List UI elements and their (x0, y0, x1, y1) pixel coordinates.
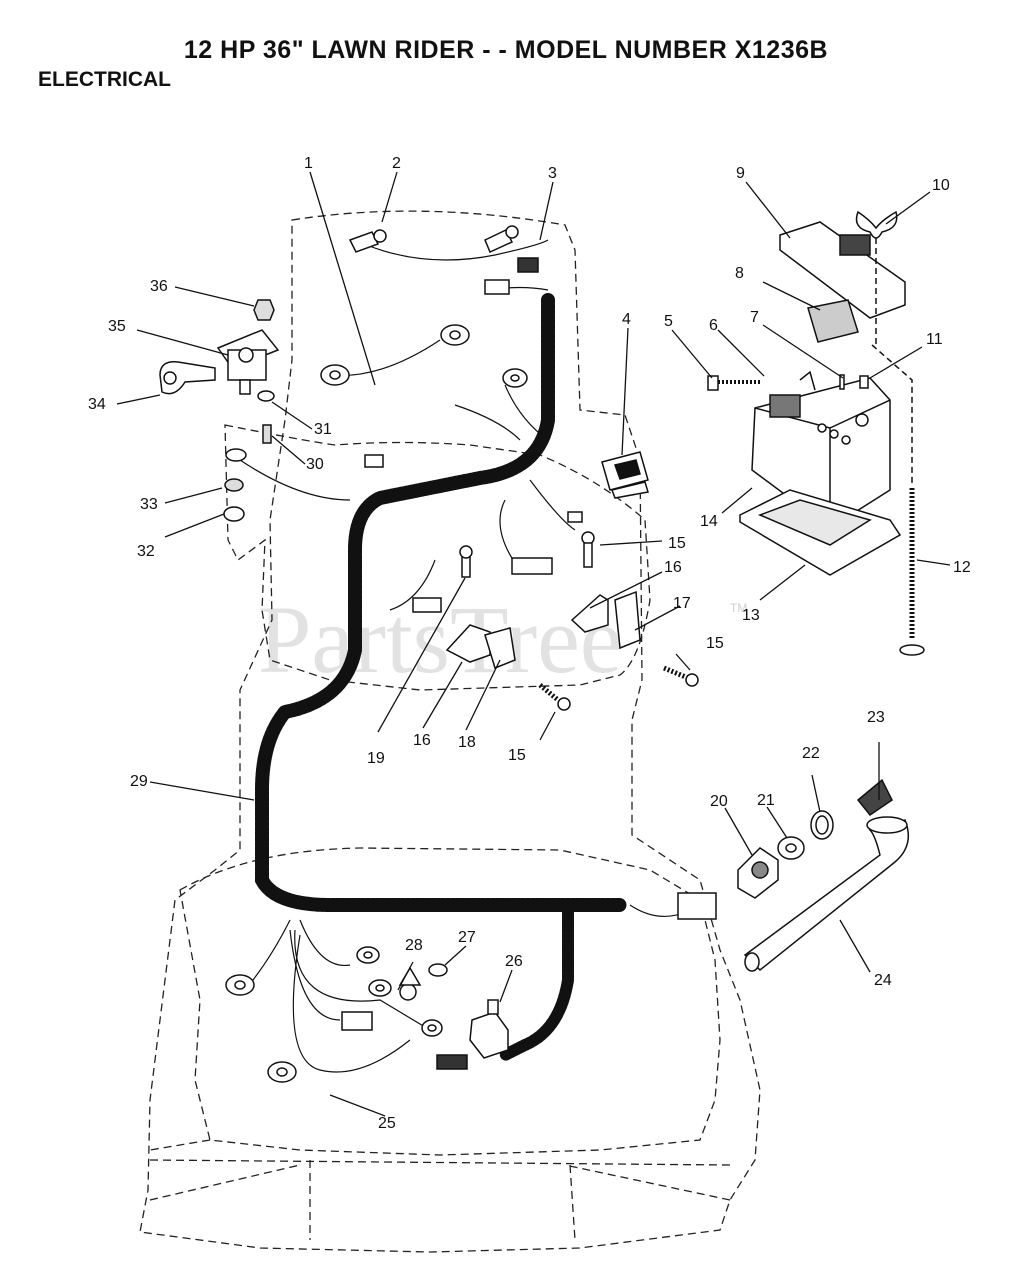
callout-labels: 1 2 3 4 5 6 7 8 9 10 11 12 13 14 15 15 1… (88, 155, 971, 1132)
callout-27: 27 (458, 929, 476, 946)
interlock-brackets (445, 531, 699, 711)
callout-33: 33 (140, 496, 158, 513)
callout-3: 3 (548, 165, 557, 182)
callout-4: 4 (622, 311, 631, 328)
page-title: 12 HP 36" LAWN RIDER - - MODEL NUMBER X1… (183, 36, 829, 64)
callout-12: 12 (953, 559, 971, 576)
callout-22: 22 (802, 745, 820, 762)
ring-terminals (225, 324, 528, 1083)
callout-10: 10 (932, 177, 950, 194)
callout-35: 35 (108, 318, 126, 335)
callout-32: 32 (137, 543, 155, 560)
callout-19: 19 (367, 750, 385, 767)
callout-7: 7 (750, 309, 759, 326)
callout-17: 17 (673, 595, 691, 612)
callout-26: 26 (505, 953, 523, 970)
callout-31: 31 (314, 421, 332, 438)
light-switch (601, 451, 649, 499)
callout-8: 8 (735, 265, 744, 282)
callout-11: 11 (926, 331, 943, 348)
callout-24: 24 (874, 972, 892, 989)
callout-23: 23 (867, 709, 885, 726)
callout-15c: 15 (508, 747, 526, 764)
ignition-parts (398, 778, 910, 1059)
section-title: ELECTRICAL (38, 68, 171, 91)
callout-21: 21 (757, 792, 775, 809)
callout-25: 25 (378, 1115, 396, 1132)
callout-13: 13 (742, 607, 760, 624)
headlight-bulbs (348, 225, 519, 254)
callout-6: 6 (709, 317, 718, 334)
callout-34: 34 (88, 396, 106, 413)
callout-36: 36 (150, 278, 168, 295)
callout-30: 30 (306, 456, 324, 473)
callout-28: 28 (405, 937, 423, 954)
callout-2: 2 (392, 155, 401, 172)
leader-lines (116, 171, 951, 1117)
starter-solenoid (159, 299, 280, 522)
connectors (341, 257, 717, 1070)
main-harness-coil (255, 293, 627, 1061)
callout-15b: 15 (706, 635, 724, 652)
callout-14: 14 (700, 513, 718, 530)
callout-18: 18 (458, 734, 476, 751)
callout-29: 29 (130, 773, 148, 790)
callout-15a: 15 (668, 535, 686, 552)
callout-16a: 16 (664, 559, 682, 576)
callout-16b: 16 (413, 732, 431, 749)
tractor-outline (139, 210, 761, 1253)
callout-5: 5 (664, 313, 673, 330)
callout-1: 1 (304, 155, 313, 172)
callout-9: 9 (736, 165, 745, 182)
watermark-tm: TM (730, 601, 747, 615)
battery-assembly (707, 210, 925, 656)
callout-20: 20 (710, 793, 728, 810)
